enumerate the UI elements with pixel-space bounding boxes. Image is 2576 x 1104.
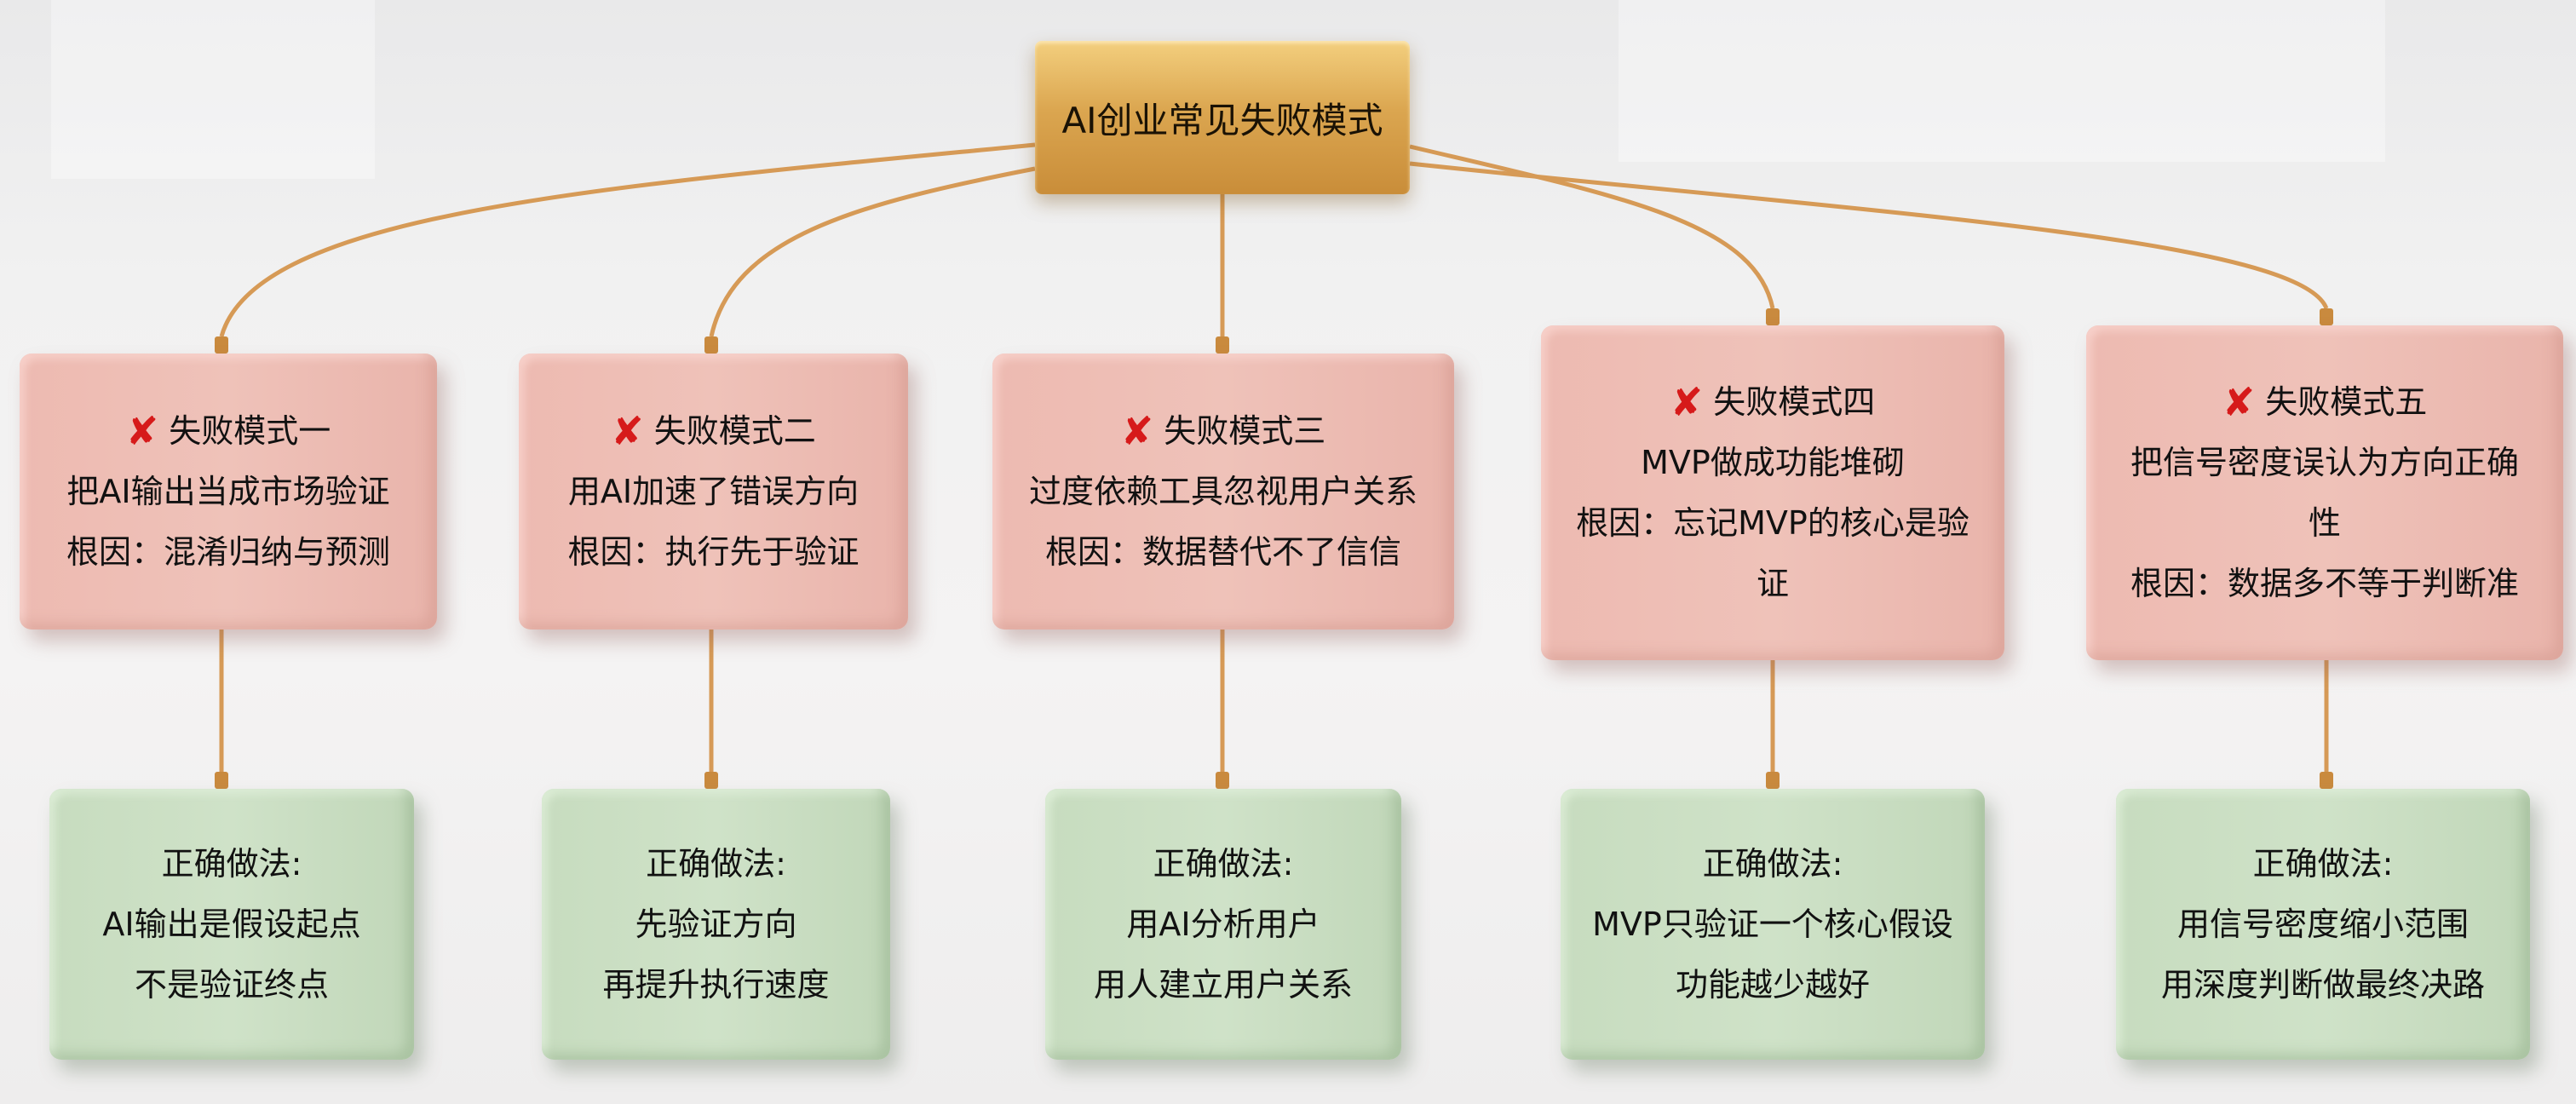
failure-root-cause: 根因：混淆归纳与预测 [66, 532, 390, 571]
failure-node-5: ✘失败模式五 把信号密度误认为方向正确 性 根因：数据多不等于判断准 [2086, 325, 2563, 660]
fix-label: 正确做法: [646, 844, 786, 883]
fix-node-1: 正确做法: AI输出是假设起点 不是验证终点 [49, 789, 414, 1060]
connector-root-1 [219, 142, 1036, 337]
fix-node-4: 正确做法: MVP只验证一个核心假设 功能越少越好 [1561, 789, 1985, 1060]
failure-node-3: ✘ 失败模式三 过度依赖工具忽视用户关系 根因：数据替代不了信信 [992, 354, 1454, 630]
connector-cap [1766, 308, 1780, 325]
failure-description: 用AI加速了错误方向 [567, 472, 860, 510]
fix-label: 正确做法: [1153, 844, 1294, 883]
connector-cap [1766, 772, 1780, 789]
failure-root-cause: 根因：执行先于验证 [567, 532, 860, 571]
fix-line: 用深度判断做最终决路 [2160, 965, 2485, 1003]
failure-root-cause: 根因：忘记MVP的核心是验 [1576, 503, 1969, 542]
failure-node-2: ✘失败模式二 用AI加速了错误方向 根因：执行先于验证 [519, 354, 908, 630]
failure-description: MVP做成功能堆砌 [1641, 443, 1905, 481]
fix-label: 正确做法: [161, 844, 302, 883]
fix-line: MVP只验证一个核心假设 [1592, 905, 1953, 943]
background-panel [51, 0, 375, 179]
connector-cap [2320, 772, 2333, 789]
x-icon: ✘ [1670, 379, 1704, 425]
x-icon: ✘ [2222, 379, 2256, 425]
failure-title: 失败模式二 [653, 411, 816, 450]
connector-cap [704, 772, 718, 789]
failure-title: 失败模式三 [1164, 411, 1326, 450]
fix-line: 用人建立用户关系 [1093, 965, 1353, 1003]
root-node: AI创业常见失败模式 [1035, 41, 1410, 194]
failure-title: 失败模式四 [1713, 382, 1876, 421]
connector-cap [1216, 772, 1229, 789]
failure-title: 失败模式五 [2265, 382, 2428, 421]
failure-description-cont: 性 [2308, 503, 2341, 542]
x-icon: ✘ [611, 408, 644, 454]
failure-description: 把AI输出当成市场验证 [66, 472, 390, 510]
connector-cap [1216, 336, 1229, 354]
fix-label: 正确做法: [1702, 844, 1843, 883]
fix-label: 正确做法: [2252, 844, 2394, 883]
fix-node-2: 正确做法: 先验证方向 再提升执行速度 [542, 789, 890, 1060]
fix-line: AI输出是假设起点 [102, 905, 361, 943]
fix-line: 先验证方向 [635, 905, 797, 943]
x-icon: ✘ [125, 408, 159, 454]
failure-description: 把信号密度误认为方向正确 [2130, 443, 2519, 481]
connector-root-4 [1409, 144, 1775, 309]
fix-node-3: 正确做法: 用AI分析用户 用人建立用户关系 [1045, 789, 1401, 1060]
fix-node-5: 正确做法: 用信号密度缩小范围 用深度判断做最终决路 [2116, 789, 2530, 1060]
x-icon: ✘ [1120, 408, 1154, 454]
failure-node-1: ✘ 失败模式一 把AI输出当成市场验证 根因：混淆归纳与预测 [20, 354, 437, 630]
failure-node-4: ✘失败模式四 MVP做成功能堆砌 根因：忘记MVP的核心是验 证 [1541, 325, 2004, 660]
failure-root-cause: 根因：数据替代不了信信 [1044, 532, 1401, 571]
failure-description: 过度依赖工具忽视用户关系 [1028, 472, 1417, 510]
failure-root-cause-cont: 证 [1756, 564, 1789, 602]
connector-cap [215, 772, 228, 789]
fix-line: 再提升执行速度 [602, 965, 830, 1003]
fix-line: 用信号密度缩小范围 [2176, 905, 2469, 943]
fix-line: 功能越少越好 [1675, 965, 1870, 1003]
background-panel [1619, 0, 2385, 162]
root-title: AI创业常见失败模式 [1061, 99, 1383, 141]
connector-cap [215, 336, 228, 354]
connector-root-5 [1409, 161, 2329, 309]
connector-root-2 [709, 166, 1036, 337]
connector-cap [704, 336, 718, 354]
connector-cap [2320, 308, 2333, 325]
failure-root-cause: 根因：数据多不等于判断准 [2130, 564, 2519, 602]
fix-line: 用AI分析用户 [1126, 905, 1320, 943]
fix-line: 不是验证终点 [134, 965, 329, 1003]
failure-title: 失败模式一 [169, 411, 331, 450]
